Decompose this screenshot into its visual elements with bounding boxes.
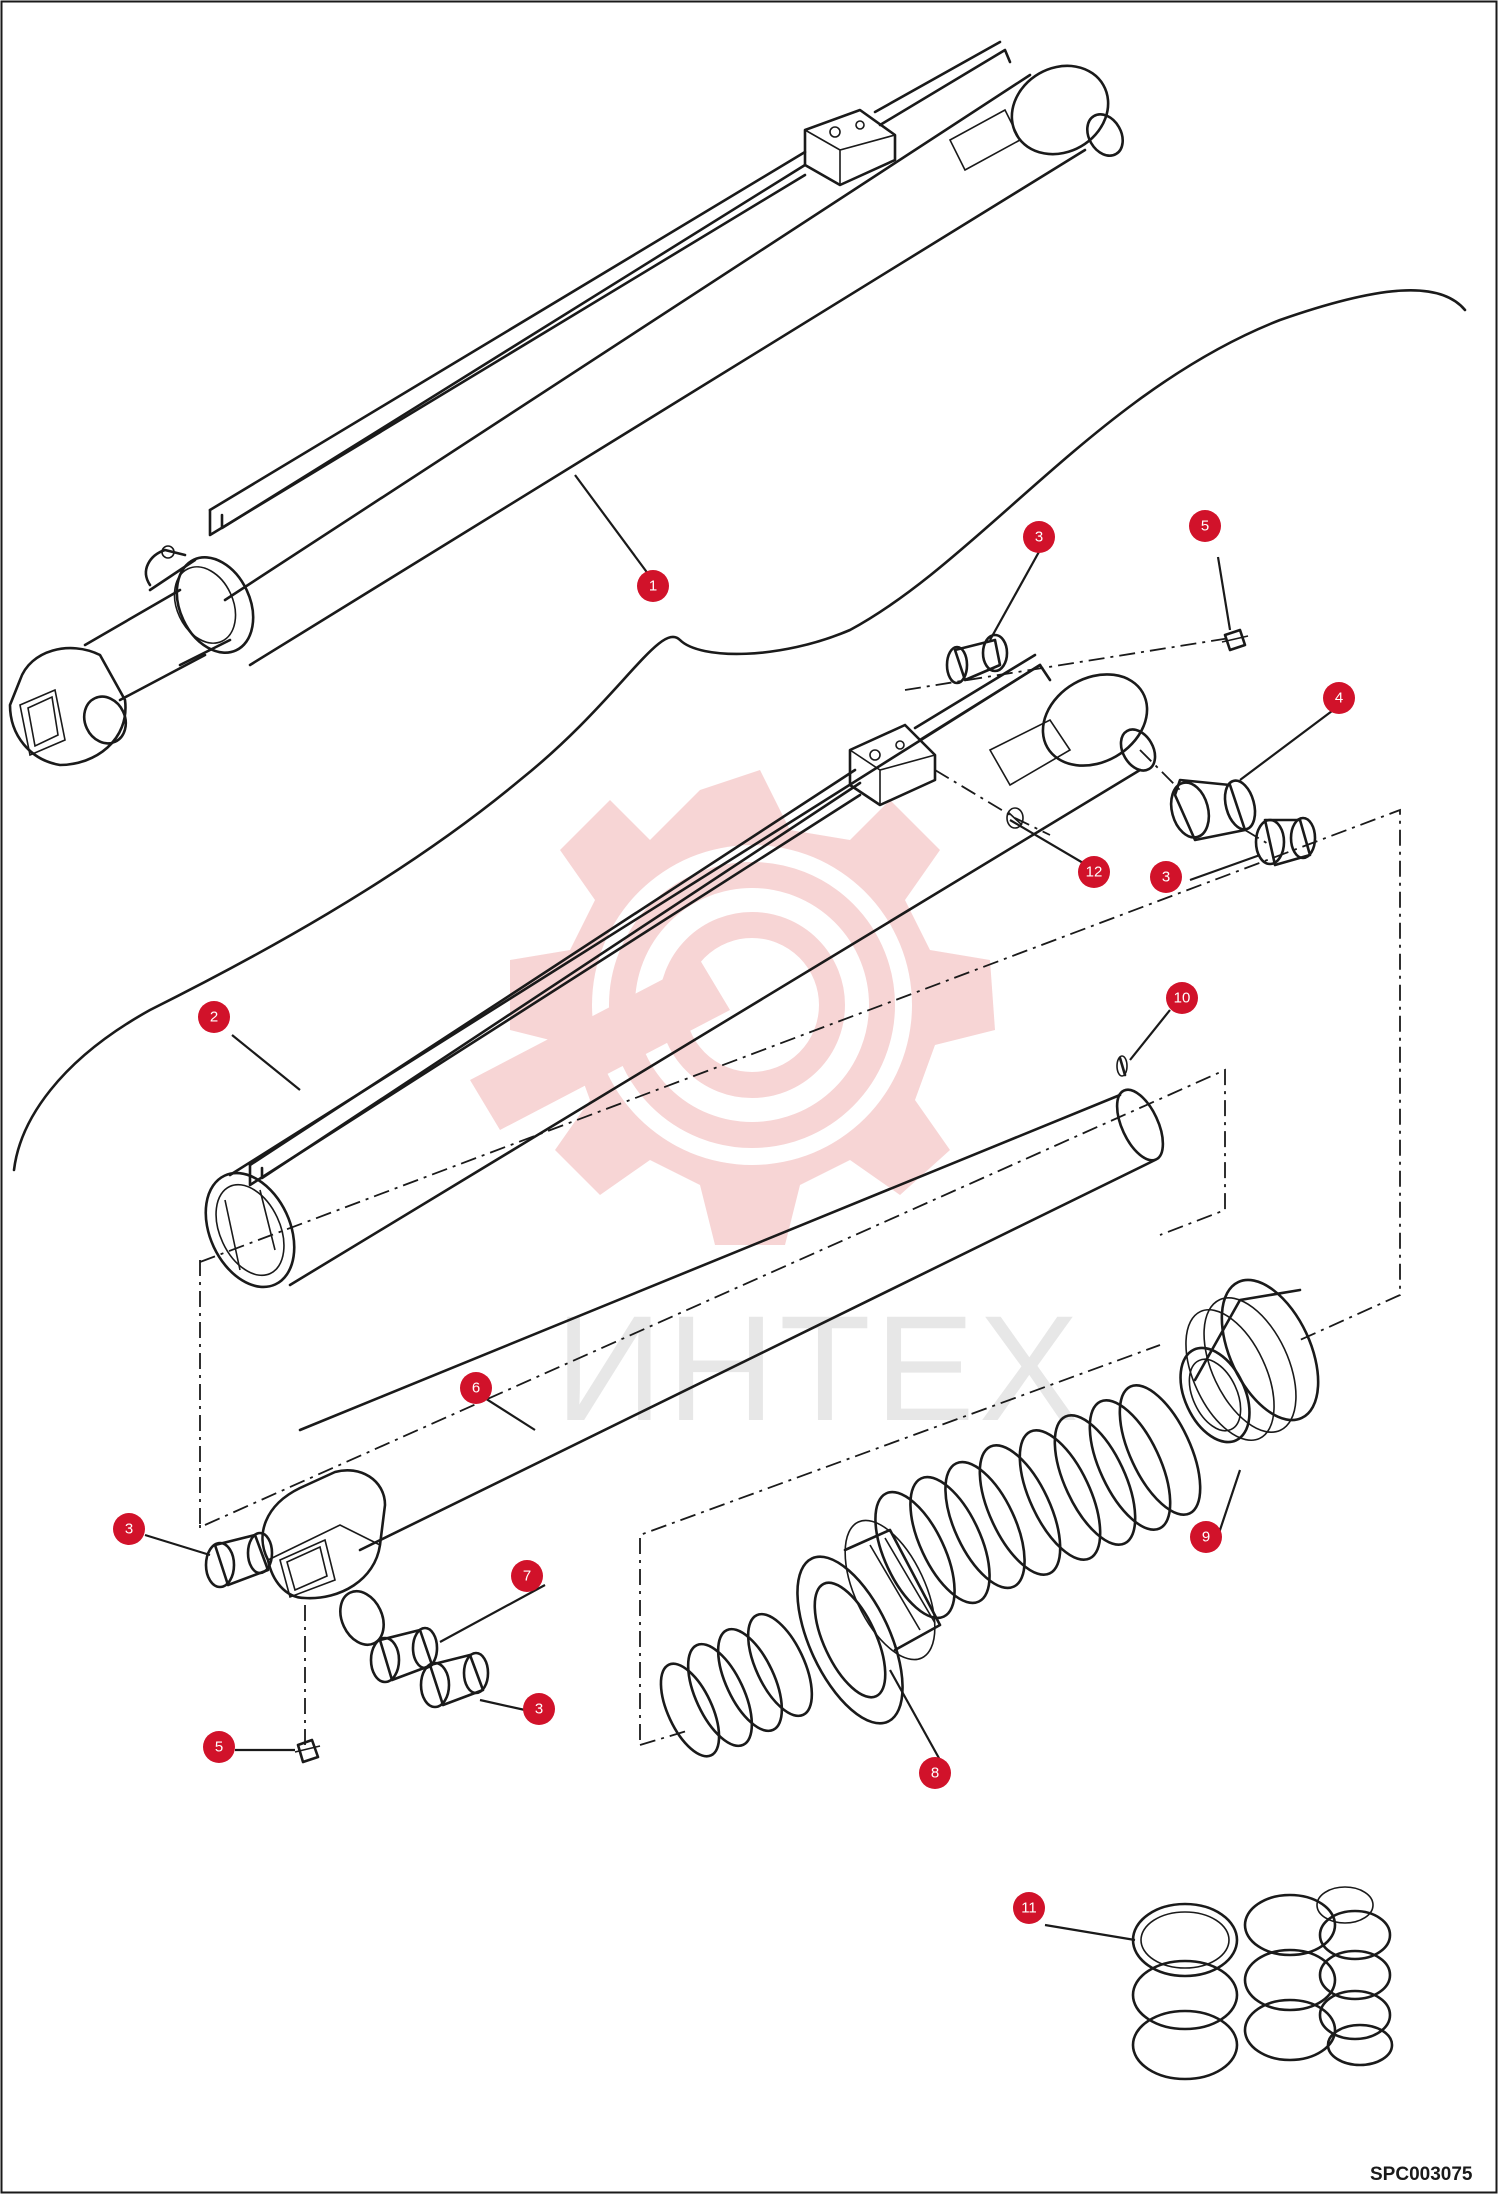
pin-4: [1169, 778, 1257, 842]
seal-rings-piston: [874, 1384, 1202, 1620]
callout-5-bottom: 5: [203, 1731, 235, 1763]
callout-3-left: 3: [113, 1513, 145, 1545]
seal-kit-11: [1131, 1886, 1394, 2081]
svg-text:4: 4: [1335, 690, 1343, 707]
bushing-3-top: [945, 633, 1009, 685]
center-lines: [199, 637, 1401, 1746]
rod-6: [261, 1055, 1165, 1647]
svg-text:9: 9: [1202, 1529, 1210, 1546]
callout-12: 12: [1078, 856, 1110, 888]
callout-8: 8: [919, 1757, 951, 1789]
svg-text:3: 3: [1035, 529, 1043, 546]
svg-text:12: 12: [1086, 864, 1103, 881]
bushing-3-left: [204, 1531, 274, 1589]
svg-text:5: 5: [1201, 518, 1209, 535]
callout-7: 7: [511, 1560, 543, 1592]
svg-text:1: 1: [649, 578, 657, 595]
grease-fitting-5-bottom: [294, 1738, 321, 1764]
callout-3-right: 3: [1150, 861, 1182, 893]
svg-text:7: 7: [523, 1568, 531, 1585]
svg-text:3: 3: [125, 1521, 133, 1538]
watermark-text: ИНТЕХ: [555, 1284, 1083, 1452]
callout-1: 1: [637, 570, 669, 602]
svg-text:11: 11: [1021, 1900, 1037, 1917]
svg-text:6: 6: [472, 1380, 480, 1397]
svg-text:8: 8: [931, 1765, 939, 1782]
svg-text:3: 3: [1162, 869, 1170, 886]
callout-9: 9: [1190, 1521, 1222, 1553]
callout-2: 2: [198, 1001, 230, 1033]
bushing-3-right: [1254, 816, 1317, 867]
leader-lines: [144, 474, 1341, 1942]
callout-3-bottom: 3: [523, 1693, 555, 1725]
callout-4: 4: [1323, 682, 1355, 714]
callout-6: 6: [460, 1372, 492, 1404]
svg-text:5: 5: [215, 1739, 223, 1756]
callout-10: 10: [1166, 982, 1198, 1014]
callout-11: 11: [1013, 1892, 1045, 1924]
drawing-code: SPC003075: [1370, 2164, 1473, 2185]
bushing-3-bottom: [419, 1651, 490, 1709]
svg-text:3: 3: [535, 1701, 543, 1718]
separator-curve: [12, 289, 1467, 1172]
seal-rings-gland: [659, 1612, 814, 1758]
svg-text:2: 2: [210, 1009, 218, 1026]
gland-8: [796, 1519, 942, 1725]
piston-9: [1179, 1278, 1320, 1444]
watermark-logo: ИНТЕХ: [470, 770, 1083, 1452]
cylinder-assembly-1: [8, 40, 1124, 767]
grease-fitting-5-top: [1221, 628, 1249, 652]
svg-text:10: 10: [1174, 990, 1191, 1007]
callout-5-top: 5: [1189, 510, 1221, 542]
callout-3-top: 3: [1023, 521, 1055, 553]
barrel-2: [204, 653, 1157, 1289]
